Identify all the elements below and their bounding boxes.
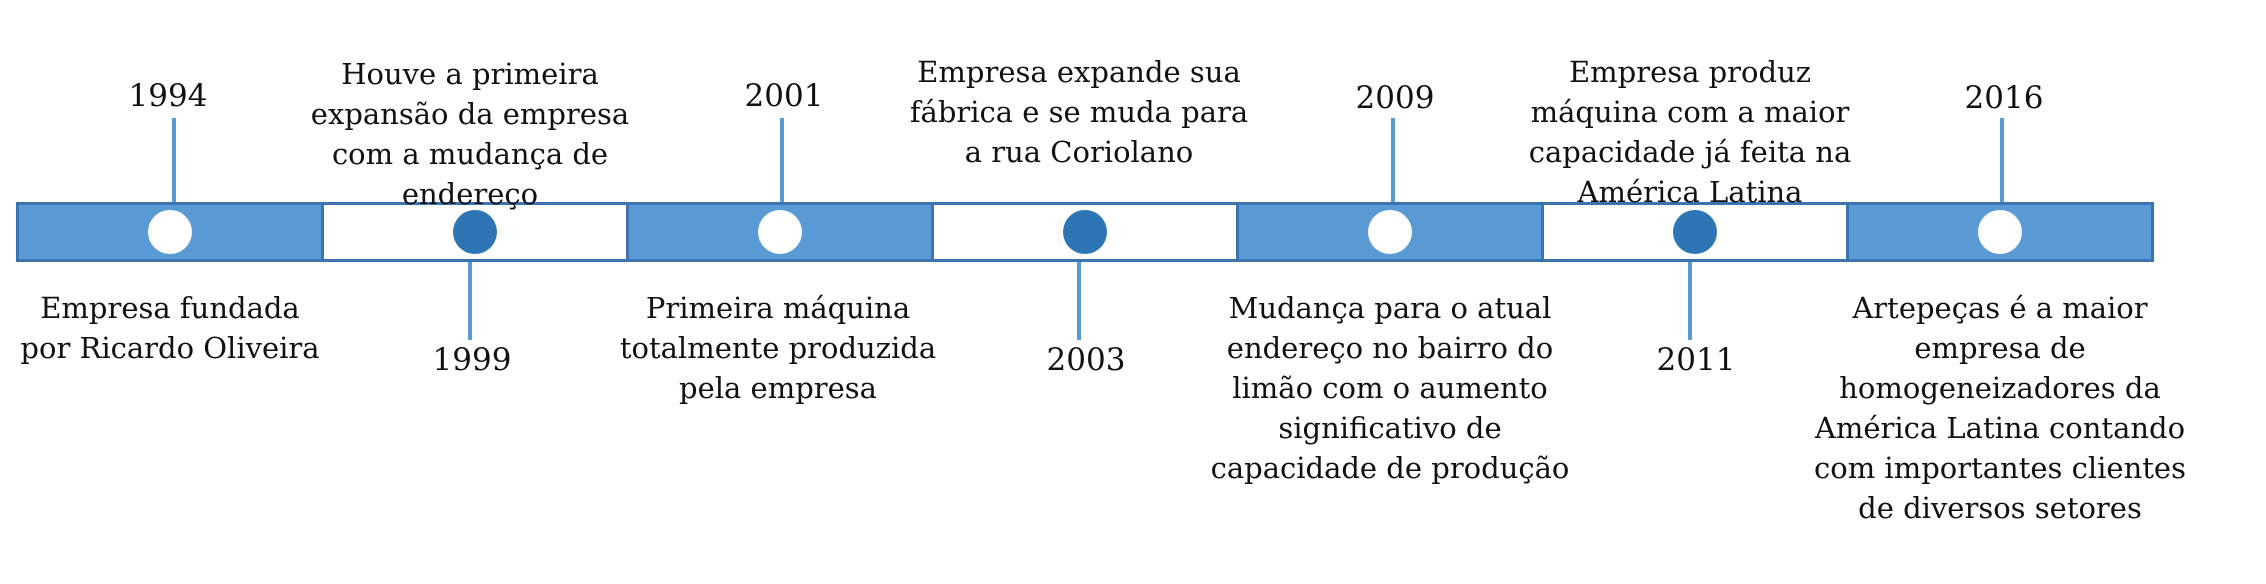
stem-2003 [1077,262,1081,340]
stem-2011 [1688,262,1692,340]
event-description: Artepeças é a maior empresa de homogenei… [1814,291,2186,525]
year-label: 2001 [744,78,824,114]
timeline-bar [16,202,2154,262]
event-description: Empresa produz máquina com a maior capac… [1528,55,1852,209]
timeline-marker-1999 [453,210,497,254]
timeline-marker-1994 [148,210,192,254]
year-label: 2003 [1046,342,1126,378]
timeline-segment-1999 [321,202,629,262]
event-description: Empresa fundada por Ricardo Oliveira [20,291,320,365]
timeline-marker-2011 [1673,210,1717,254]
timeline-marker-2001 [758,210,802,254]
timeline-segment-2016 [1846,202,2154,262]
timeline-segment-2009 [1236,202,1544,262]
stem-1994 [172,118,176,202]
event-description: Mudança para o atual endereço no bairro … [1210,291,1570,485]
event-description: Empresa expande sua fábrica e se muda pa… [909,55,1249,169]
timeline-marker-2003 [1063,210,1107,254]
stem-2001 [780,118,784,202]
year-label: 1999 [432,342,512,378]
year-label: 1994 [128,78,208,114]
timeline-marker-2009 [1368,210,1412,254]
stem-2016 [2000,118,2004,202]
timeline-segment-2003 [931,202,1239,262]
year-label: 2016 [1964,80,2044,116]
event-description: Primeira máquina totalmente produzida pe… [619,291,937,405]
stem-1999 [468,262,472,340]
timeline-segment-2011 [1541,202,1849,262]
stem-2009 [1391,118,1395,202]
event-description: Houve a primeira expansão da empresa com… [310,57,630,211]
year-label: 2009 [1355,80,1435,116]
year-label: 2011 [1656,342,1736,378]
timeline-segment-1994 [16,202,324,262]
timeline-segment-2001 [626,202,934,262]
timeline-marker-2016 [1978,210,2022,254]
